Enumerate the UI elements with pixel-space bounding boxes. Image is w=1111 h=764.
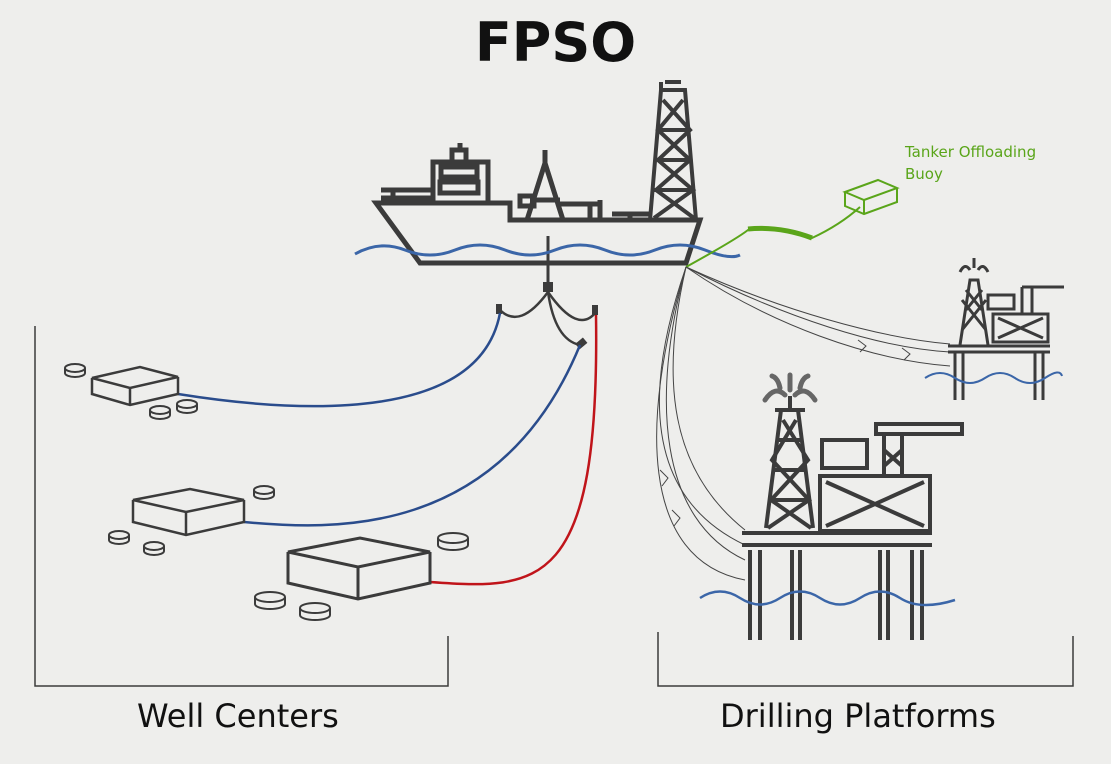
wellhead-2c [143,541,165,556]
ship-bridge [430,159,491,203]
platform-large-flare [762,372,818,403]
wellhead-2a [253,485,275,500]
buoy-label-line-1: Tanker Offloading [905,143,1037,161]
risers [499,291,597,347]
wellhead-1b [149,405,171,420]
platform-large [742,396,964,640]
wellhead-3c [299,602,331,621]
well-center-3 [286,536,432,601]
well-center-1 [90,365,180,407]
platform-small-water [924,371,1063,384]
buoy-icon [842,178,900,216]
ship-hull [371,200,704,266]
platform-large-water [699,590,956,607]
bracket-well-centers [34,326,449,687]
pipelines [656,266,951,581]
platform-small [948,258,1064,400]
diagram-title: FPSO [474,11,637,74]
ship-derrick-small [524,150,566,221]
flowline-well-1 [177,312,502,408]
flowline-well-2 [243,344,582,527]
offloading-hose [685,206,861,268]
bracket-drilling-platforms [657,632,1074,687]
wellhead-1c [176,399,198,414]
well-center-2 [131,487,246,537]
turret-block [543,282,553,292]
wellhead-2b [108,530,130,545]
buoy-label: Tanker Offloading Buoy [905,141,1075,185]
drilling-platforms-label: Drilling Platforms [720,697,996,735]
buoy-label-line-2: Buoy [905,165,943,183]
fpso-ship [371,80,704,285]
wellhead-3a [437,532,469,551]
flowline-well-3 [429,314,598,586]
ship-water-line [354,243,741,259]
well-centers-label: Well Centers [137,697,339,735]
ship-derrick-main [648,80,698,221]
wellhead-1a [64,363,86,378]
wellhead-3b [254,591,286,610]
